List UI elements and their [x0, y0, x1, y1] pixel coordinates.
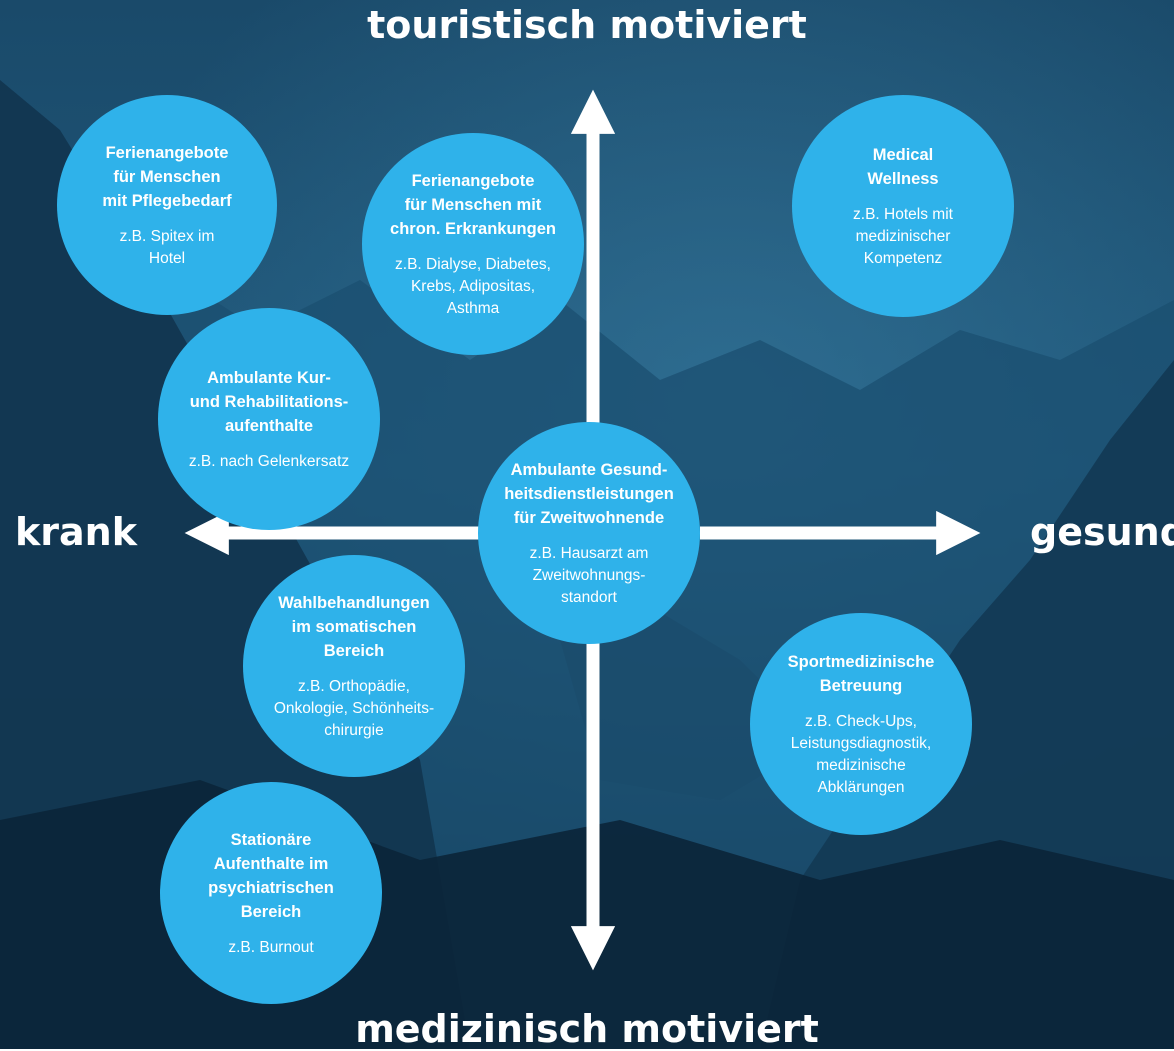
bubble-wahlbehandlungen-somatisch: Wahlbehandlungen im somatischen Bereich … [243, 555, 465, 777]
bubble-description: z.B. Dialyse, Diabetes, Krebs, Adiposita… [395, 255, 551, 317]
axis-label-right: gesund [1030, 510, 1174, 554]
bubble-medical-wellness: Medical Wellness z.B. Hotels mit medizin… [792, 95, 1014, 317]
bubble-title: Medical Wellness [867, 145, 939, 188]
bubble-ambulante-gesundheitsdienstleistungen: Ambulante Gesund- heitsdienstleistungen … [478, 422, 700, 644]
bubble-sportmedizinische-betreuung: Sportmedizinische Betreuung z.B. Check-U… [750, 613, 972, 835]
axis-label-left: krank [15, 510, 137, 554]
axis-label-bottom: medizinisch motiviert [355, 1007, 819, 1051]
bubble-ambulante-kur-rehabilitation: Ambulante Kur- und Rehabilitations- aufe… [158, 308, 380, 530]
axis-label-top: touristisch motiviert [367, 3, 807, 47]
bubble-description: z.B. Burnout [228, 938, 314, 956]
bubble-title: Stationäre Aufenthalte im psychiatrische… [208, 830, 334, 921]
bubble-stationaere-aufenthalte-psychiatrie: Stationäre Aufenthalte im psychiatrische… [160, 782, 382, 1004]
bubble-description: z.B. Hausarzt am Zweitwohnungs- standort [529, 544, 649, 606]
axis-arrows [184, 89, 981, 971]
bubble-description: z.B. Spitex im Hotel [119, 227, 215, 267]
bubble-ferienangebote-pflegebedarf: Ferienangebote für Menschen mit Pflegebe… [57, 95, 277, 315]
bubble-title: Ambulante Kur- und Rehabilitations- aufe… [189, 368, 349, 435]
bubble-title: Wahlbehandlungen im somatischen Bereich [278, 593, 430, 660]
bubble-title: Ferienangebote für Menschen mit chron. E… [390, 171, 556, 238]
bubble-ferienangebote-chronische-erkrankungen: Ferienangebote für Menschen mit chron. E… [362, 133, 584, 355]
bubble-description: z.B. nach Gelenkersatz [188, 452, 350, 470]
bubble-title: Sportmedizinische Betreuung [787, 652, 935, 695]
bubble-title: Ambulante Gesund- heitsdienstleistungen … [504, 460, 674, 527]
bubble-description: z.B. Orthopädie, Onkologie, Schönheits- … [273, 677, 435, 739]
bubble-description: z.B. Check-Ups, Leistungsdiagnostik, med… [790, 712, 932, 796]
bubble-description: z.B. Hotels mit medizinischer Kompetenz [853, 205, 953, 267]
bubble-title: Ferienangebote für Menschen mit Pflegebe… [102, 143, 232, 210]
